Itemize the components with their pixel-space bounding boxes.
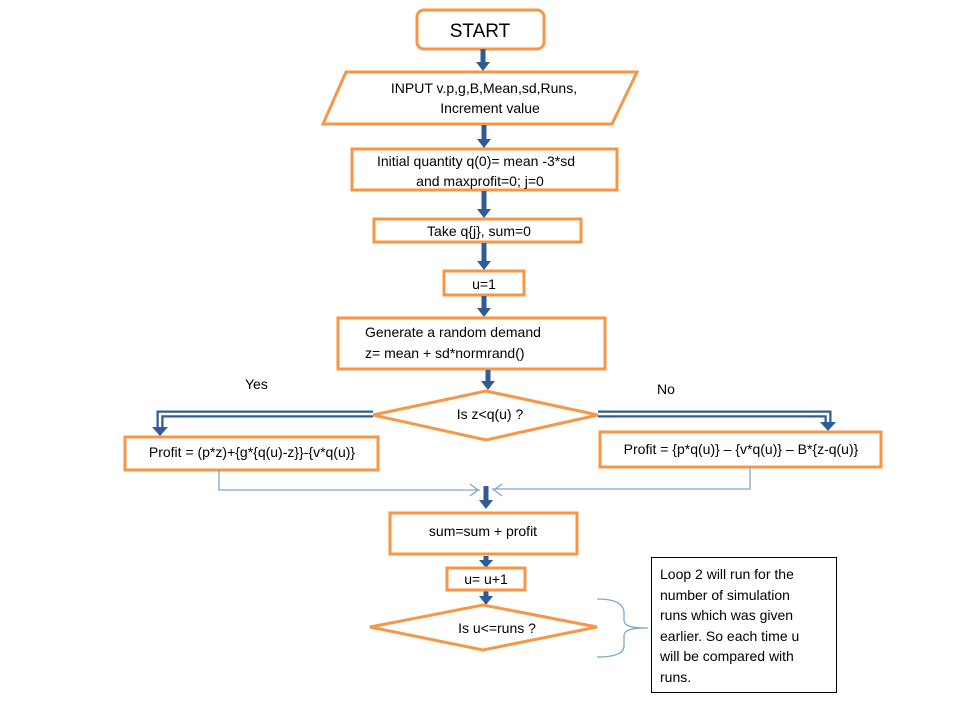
u-init-node: u=1 — [442, 269, 526, 297]
decision-z-node: Is z<q(u) ? — [372, 389, 599, 442]
take-q-label: Take q{j}, sum=0 — [427, 223, 531, 239]
merge-chevron-left — [469, 483, 480, 497]
note-line-5: will be compared with — [660, 648, 794, 664]
arrow-start-to-input — [476, 49, 490, 71]
note-line-3: runs which was given — [660, 607, 794, 623]
arrow-merge-to-sum — [479, 486, 493, 509]
profit-yes-label: Profit = (p*z)+{g*{q(u)-z}}-{v*q(u)} — [149, 444, 356, 460]
note-brace — [596, 598, 649, 658]
input-node: INPUT v.p,g,B,Mean,sd,Runs, Increment va… — [320, 70, 640, 126]
u-init-label: u=1 — [472, 276, 496, 292]
yes-label: Yes — [245, 376, 268, 392]
sum-update-label: sum=sum + profit — [429, 523, 537, 539]
generate-label-line1: Generate a random demand — [365, 324, 541, 340]
no-label: No — [657, 381, 675, 397]
arrow-init-to-take-q — [477, 191, 491, 218]
init-label-line1: Initial quantity q(0)= mean -3*sd — [377, 153, 575, 169]
start-node: START — [415, 8, 546, 51]
merge-chevron-right — [492, 483, 503, 497]
start-label: START — [450, 21, 511, 42]
yes-branch-arrow — [152, 410, 373, 436]
note-line-1: Loop 2 will run for the — [660, 566, 794, 582]
input-label-line2: Increment value — [440, 100, 540, 116]
decision-runs-label: Is u<=runs ? — [458, 620, 536, 636]
note-line-4: earlier. So each time u — [660, 627, 800, 644]
arrow-take-q-to-u-init — [477, 243, 491, 270]
loop-note-box: Loop 2 will run for the number of simula… — [651, 557, 837, 693]
generate-demand-node: Generate a random demand z= mean + sd*no… — [336, 316, 607, 371]
arrow-u-increment-to-decision-runs — [479, 591, 493, 605]
generate-label-line2: z= mean + sd*normrand() — [365, 345, 525, 361]
arrow-u-init-to-generate — [477, 296, 491, 317]
u-increment-node: u= u+1 — [445, 566, 527, 592]
no-branch-arrow — [598, 410, 836, 431]
init-label-line2: and maxprofit=0; j=0 — [416, 173, 544, 189]
merge-line-yes — [218, 470, 480, 491]
arrow-input-to-init — [477, 125, 491, 148]
profit-no-label: Profit = {p*q(u)} – {v*q(u)} – B*{z-q(u)… — [624, 441, 859, 457]
take-q-node: Take q{j}, sum=0 — [372, 217, 583, 244]
input-label-line1: INPUT v.p,g,B,Mean,sd,Runs, — [391, 80, 577, 96]
note-line-6: runs. — [660, 668, 692, 685]
profit-no-node: Profit = {p*q(u)} – {v*q(u)} – B*{z-q(u)… — [598, 430, 883, 469]
merge-line-no — [492, 467, 751, 490]
decision-z-label: Is z<q(u) ? — [457, 406, 524, 422]
profit-yes-node: Profit = (p*z)+{g*{q(u)-z}}-{v*q(u)} — [123, 435, 380, 472]
arrow-generate-to-decision — [481, 370, 495, 390]
init-process-node: Initial quantity q(0)= mean -3*sd and ma… — [350, 147, 619, 192]
decision-runs-node: Is u<=runs ? — [369, 603, 598, 652]
note-line-2: number of simulation — [660, 586, 790, 603]
arrow-sum-to-u-increment — [479, 556, 493, 568]
u-increment-label: u= u+1 — [464, 571, 508, 587]
sum-update-node: sum=sum + profit — [388, 511, 579, 556]
